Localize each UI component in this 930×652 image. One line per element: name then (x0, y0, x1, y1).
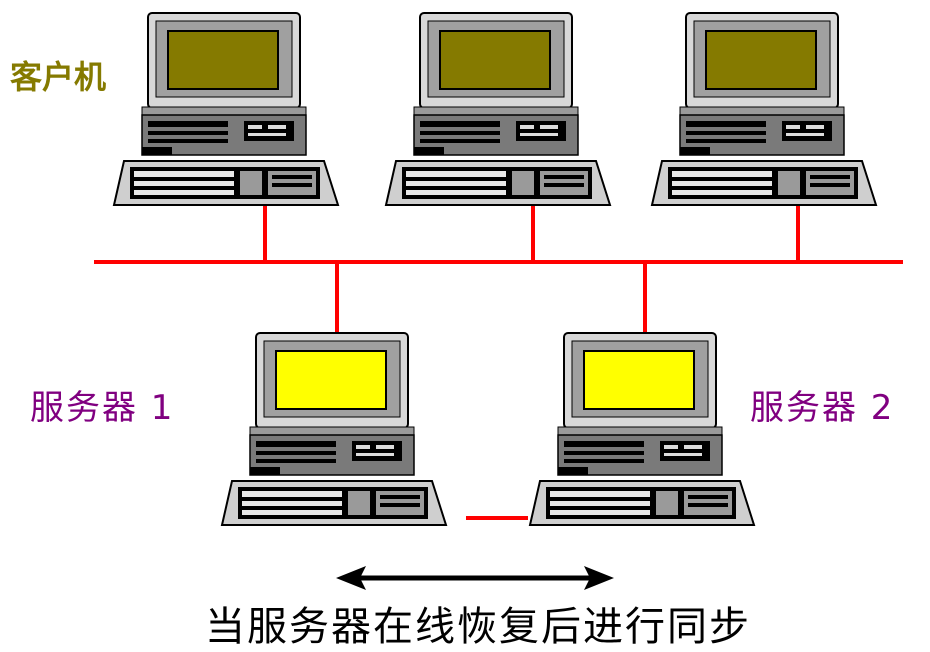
client-computer-1-icon (113, 12, 339, 206)
server-computer-2-icon (529, 332, 755, 526)
server-2-label: 服务器 2 (750, 388, 895, 428)
server-1-label: 服务器 1 (30, 388, 175, 428)
client-label: 客户机 (10, 58, 107, 96)
network-lines (94, 200, 903, 520)
sync-caption: 当服务器在线恢复后进行同步 (205, 604, 751, 650)
client-computer-3-icon (651, 12, 877, 206)
sync-double-arrow-icon (336, 566, 614, 590)
client-computer-2-icon (385, 12, 611, 206)
server-computer-1-icon (221, 332, 447, 526)
